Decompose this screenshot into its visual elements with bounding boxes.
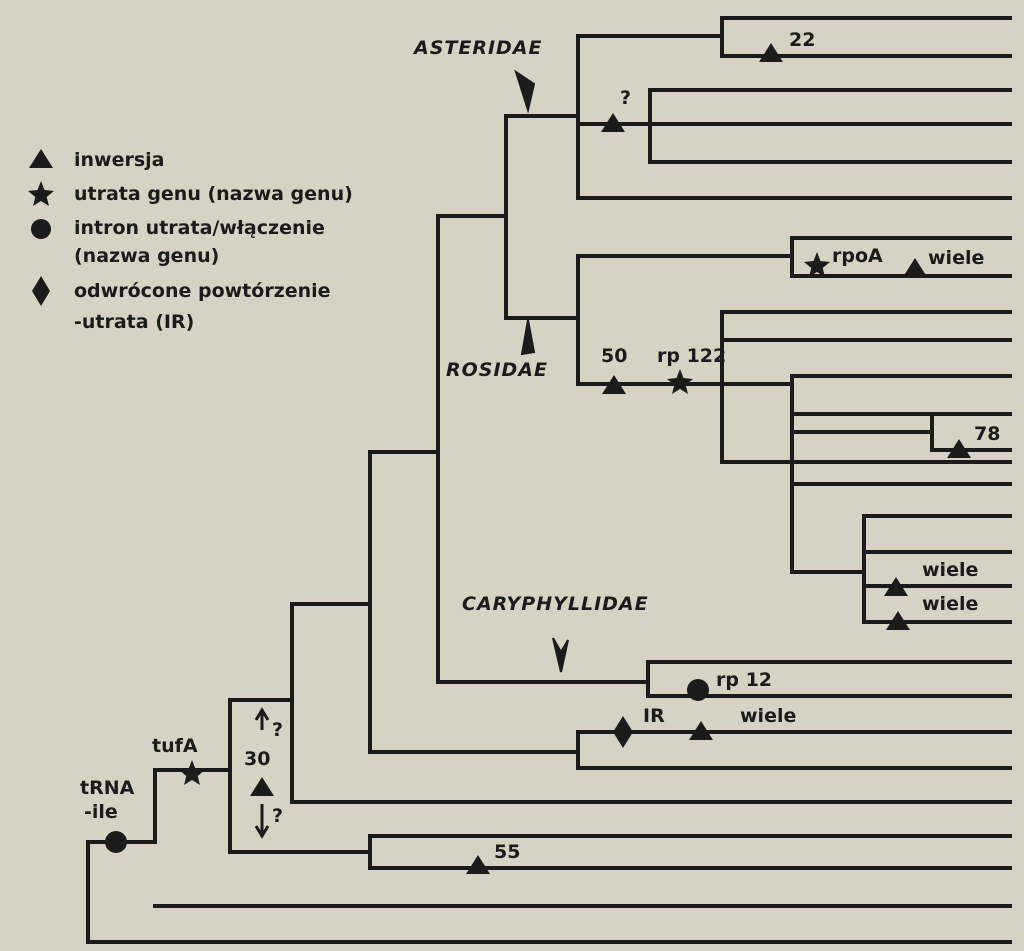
diamond-icon [613,716,633,748]
triangle-icon [602,375,626,394]
asteridae-arrow-icon [514,69,536,114]
clade-asteridae: ASTERIDAE [412,37,542,59]
star-icon [804,252,830,277]
legend-text-gene-loss: utrata genu (nazwa genu) [74,183,353,205]
label-rp122: rp 122 [657,345,726,367]
label-wiele: wiele [922,559,978,581]
circle-icon [31,219,51,239]
legend-text-intron: intron utrata/włączenie [74,217,325,239]
clade-rosidae: ROSIDAE [446,359,548,381]
label-trna: tRNA [80,777,135,799]
triangle-icon [29,149,53,168]
label-wiele: wiele [922,593,978,615]
arrow-down-icon [254,804,270,839]
label-tufA: tufA [152,735,198,757]
clade-arrows [514,69,569,673]
arrow-up-icon [254,707,270,730]
label-IR: IR [643,705,665,727]
event-markers [105,43,971,874]
label-trna-ile: -ile [84,801,118,823]
caryphyllidae-arrow-icon [552,637,569,673]
triangle-icon [886,611,910,630]
label-wiele: wiele [740,705,796,727]
triangle-icon [947,439,971,458]
triangle-icon [250,777,274,796]
triangle-icon [759,43,783,62]
label-22: 22 [789,29,815,51]
legend-text-ir-loss: -utrata (IR) [74,311,194,333]
triangle-icon [689,721,713,740]
triangle-icon [601,113,625,132]
label-30: 30 [244,748,270,770]
tree-branches [86,16,1012,944]
star-icon [179,760,205,785]
legend-text-inwersja: inwersja [74,149,165,171]
clade-caryphyllidae: CARYPHYLLIDAE [462,593,649,615]
label-question-up: ? [272,719,283,741]
marker-labels: 22 ? rpoA wiele 50 rp 122 78 wiele wiele… [80,29,1000,863]
label-78: 78 [974,423,1000,445]
legend: inwersja utrata genu (nazwa genu) intron… [28,149,353,333]
triangle-icon [884,577,908,596]
triangle-icon [903,258,927,277]
rosidae-arrow-icon [520,319,536,356]
label-50: 50 [601,345,627,367]
legend-text-inverted-repeat: odwrócone powtórzenie [74,280,331,302]
legend-text-gene-name: (nazwa genu) [74,245,219,267]
star-icon [28,181,54,206]
label-question: ? [620,87,631,109]
label-wiele: wiele [928,247,984,269]
circle-icon [687,679,709,701]
star-icon [667,369,693,394]
circle-icon [105,831,127,853]
label-question-down: ? [272,805,283,827]
label-rp12: rp 12 [716,669,772,691]
triangle-icon [466,855,490,874]
label-55: 55 [494,841,520,863]
label-rpoA: rpoA [832,245,883,267]
diamond-icon [32,276,50,306]
